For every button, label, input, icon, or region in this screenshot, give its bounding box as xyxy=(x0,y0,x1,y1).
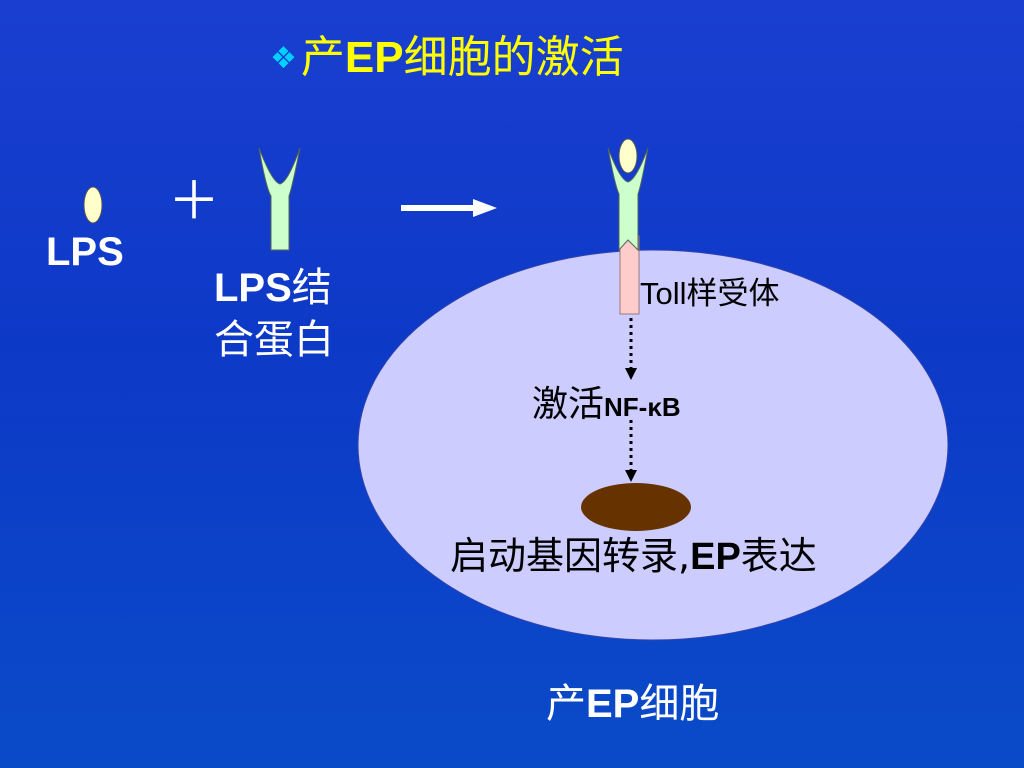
nucleus xyxy=(581,483,691,531)
lbp-suffix: 结合蛋白 xyxy=(214,265,334,363)
expr-prefix: 启动基因转录, xyxy=(450,534,691,578)
ep-cell xyxy=(357,249,949,641)
lps-binding-protein-label: LPS结合蛋白 xyxy=(214,262,364,366)
bound-lps-particle-icon xyxy=(618,138,638,174)
title-suffix: 细胞的激活 xyxy=(403,32,624,83)
nfkb-prefix: 激活 xyxy=(532,384,605,425)
title-latin: EP xyxy=(344,33,404,82)
expr-suffix: 表达 xyxy=(740,534,817,578)
plus-sign: ＋ xyxy=(168,172,221,232)
cell-prefix: 产 xyxy=(546,681,586,727)
page-title: ❖产EP细胞的激活 xyxy=(270,28,624,89)
toll-receptor-label: Toll样受体 xyxy=(640,276,780,311)
expr-latin: EP xyxy=(690,536,741,578)
gene-expression-label: 启动基因转录,EP表达 xyxy=(450,533,820,580)
cell-suffix: 细胞 xyxy=(639,681,720,727)
nfkb-activation-label: 激活NF-κB xyxy=(532,380,681,432)
right-arrow-icon xyxy=(401,199,497,217)
cell-latin: EP xyxy=(586,682,640,726)
signal-arrow-1-head xyxy=(625,368,637,380)
lps-particle-icon xyxy=(83,186,103,224)
diamond-bullet-icon: ❖ xyxy=(270,41,297,76)
nfkb-latin: NF-κB xyxy=(604,392,681,422)
signal-arrow-2-head xyxy=(625,470,637,482)
ep-cell-label: 产EP细胞 xyxy=(546,678,719,730)
title-prefix: 产 xyxy=(300,32,345,83)
lps-label: LPS xyxy=(46,230,124,274)
lps-binding-protein-icon xyxy=(258,147,301,251)
lbp-latin: LPS xyxy=(214,266,292,310)
bound-binding-protein-icon xyxy=(607,147,649,252)
